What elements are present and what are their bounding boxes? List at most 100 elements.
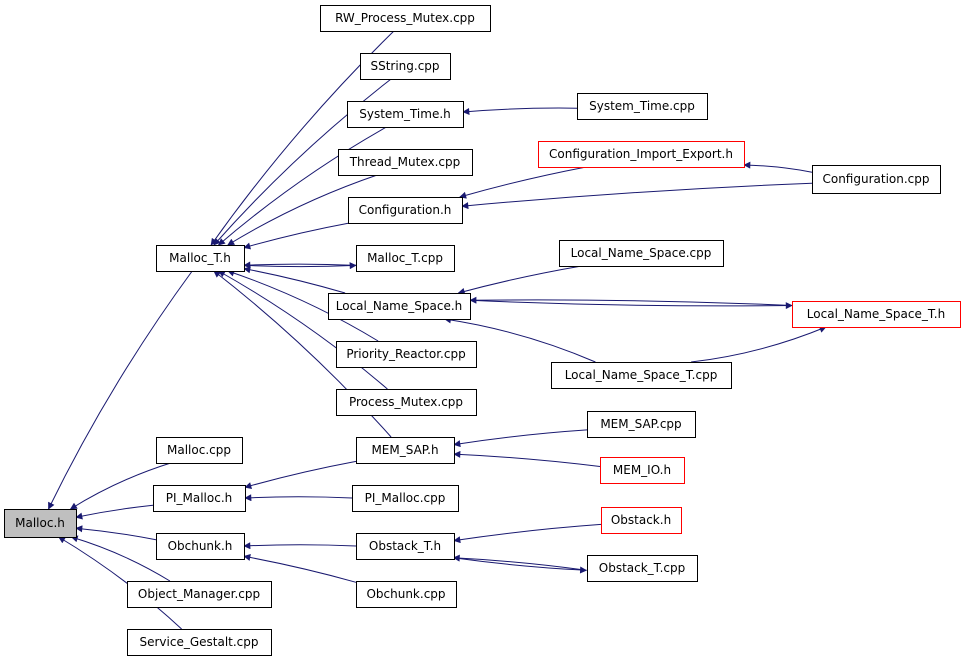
node-label: MEM_SAP.cpp [600,417,681,431]
edge-obstack_h-to-obstack_t_h [453,523,602,544]
node-box [356,245,455,272]
edge-pi_malloc_cpp-to-pi_malloc_h [244,494,353,502]
node-box [348,197,463,224]
node-label: Object_Manager.cpp [138,587,260,601]
edge-process_mutex_cpp-to-malloc_t_h [217,270,388,390]
node-system-time-h[interactable]: System_Time.h [347,101,464,128]
edge-line [70,535,171,582]
node-box [4,509,77,538]
node-label: Local_Name_Space_T.h [807,307,945,321]
edge-local_name_space_t_cpp-to-local_name_space_t_h [691,326,827,363]
edge-mem_sap_cpp-to-mem_sap_h [453,429,588,448]
node-label: Malloc.cpp [167,443,231,457]
node-mem-sap-h[interactable]: MEM_SAP.h [356,437,455,464]
node-malloc-t-h[interactable]: Malloc_T.h [156,245,245,272]
edge-priority_reactor_cpp-to-malloc_t_h [227,269,379,342]
node-mem-io-h[interactable]: MEM_IO.h [600,457,685,484]
node-box [156,533,245,560]
node-obstack-t-cpp[interactable]: Obstack_T.cpp [587,555,698,582]
edge-obstack_t_cpp-to-obstack_t_h [452,554,587,571]
edge-line [453,523,602,544]
edge-obchunk_h-to-malloc_h [75,525,157,541]
node-box [336,389,477,416]
edge-line [453,429,588,448]
node-malloc-t-cpp[interactable]: Malloc_T.cpp [356,245,455,272]
node-label: MEM_SAP.h [371,443,438,457]
node-box [156,245,245,272]
node-box [360,53,451,80]
node-obstack-t-h[interactable]: Obstack_T.h [356,533,455,560]
node-obstack-h[interactable]: Obstack.h [601,507,682,534]
edge-malloc_cpp-to-malloc_h [69,462,171,510]
node-label: Local_Name_Space_T.cpp [565,368,718,382]
edge-line [58,536,182,630]
node-box [153,485,246,512]
node-malloc-h[interactable]: Malloc.h [4,509,77,538]
edge-line [743,161,813,173]
edge-line [69,462,171,510]
nodes-layer: Malloc.h Malloc_T.hMalloc.cppPI_Malloc.hO… [4,5,961,656]
node-box [356,533,455,560]
edge-configuration_h-to-malloc_t_h [243,222,350,250]
node-service-gestalt-cpp[interactable]: Service_Gestalt.cpp [127,629,272,656]
node-label: Configuration.h [359,203,452,217]
edge-line [213,78,392,246]
node-local-name-space-h[interactable]: Local_Name_Space.h [328,293,471,320]
edge-sstring_cpp-to-malloc_t_h [213,78,392,246]
edge-pi_malloc_h-to-malloc_h [75,504,154,520]
edge-obchunk_cpp-to-obchunk_h [243,554,357,583]
node-configuration-import-export-h[interactable]: Configuration_Import_Export.h [538,141,745,168]
edge-line [227,174,378,246]
edge-malloc_t_cpp-to-malloc_t_h [243,261,357,269]
node-box [792,301,961,328]
node-label: System_Time.cpp [589,99,695,113]
edge-configuration_cpp-to-configuration_h [461,182,813,210]
node-pi-malloc-h[interactable]: PI_Malloc.h [153,485,246,512]
edge-line [243,266,346,294]
edge-line [469,296,793,306]
edge-system_time_h-to-malloc_t_h [217,126,387,246]
node-box [587,555,698,582]
edge-line [217,126,387,246]
edge-malloc_t_h-to-malloc_t_cpp [243,262,357,270]
node-rw-process-mutex-cpp[interactable]: RW_Process_Mutex.cpp [320,5,491,32]
node-local-name-space-t-h[interactable]: Local_Name_Space_T.h [792,301,961,328]
node-label: Malloc.h [15,516,65,530]
node-local-name-space-cpp[interactable]: Local_Name_Space.cpp [559,240,724,267]
edge-system_time_cpp-to-system_time_h [462,107,578,115]
edge-local_name_space_t_cpp-to-local_name_space_h [443,316,596,363]
node-box [352,485,459,512]
edge-obstack_t_h-to-obchunk_h [243,542,357,550]
node-object-manager-cpp[interactable]: Object_Manager.cpp [127,581,272,608]
node-label: Thread_Mutex.cpp [349,155,461,169]
node-box [156,437,243,464]
edge-local_name_space_h-to-local_name_space_t_h [470,299,793,310]
edge-line [48,270,193,510]
node-process-mutex-cpp[interactable]: Process_Mutex.cpp [336,389,477,416]
edge-line [470,299,793,310]
node-obchunk-cpp[interactable]: Obchunk.cpp [356,581,457,608]
node-configuration-cpp[interactable]: Configuration.cpp [812,165,941,194]
node-system-time-cpp[interactable]: System_Time.cpp [577,93,708,120]
node-configuration-h[interactable]: Configuration.h [348,197,463,224]
node-thread-mutex-cpp[interactable]: Thread_Mutex.cpp [338,149,473,176]
node-box [356,581,457,608]
node-box [336,341,477,368]
node-pi-malloc-cpp[interactable]: PI_Malloc.cpp [352,485,459,512]
node-label: System_Time.h [359,107,451,121]
edge-line [453,450,601,467]
edge-line [462,107,578,115]
edge-obstack_t_h-to-obstack_t_cpp [453,557,588,574]
edge-line [243,554,357,583]
node-malloc-cpp[interactable]: Malloc.cpp [156,437,243,464]
node-obchunk-h[interactable]: Obchunk.h [156,533,245,560]
node-local-name-space-t-cpp[interactable]: Local_Name_Space_T.cpp [551,362,732,389]
node-priority-reactor-cpp[interactable]: Priority_Reactor.cpp [336,341,477,368]
node-label: Service_Gestalt.cpp [139,635,258,649]
node-label: PI_Malloc.cpp [365,491,446,505]
node-label: Obchunk.cpp [366,587,445,601]
node-mem-sap-cpp[interactable]: MEM_SAP.cpp [587,411,696,438]
node-sstring-cpp[interactable]: SString.cpp [360,53,451,80]
edge-line [457,265,582,295]
